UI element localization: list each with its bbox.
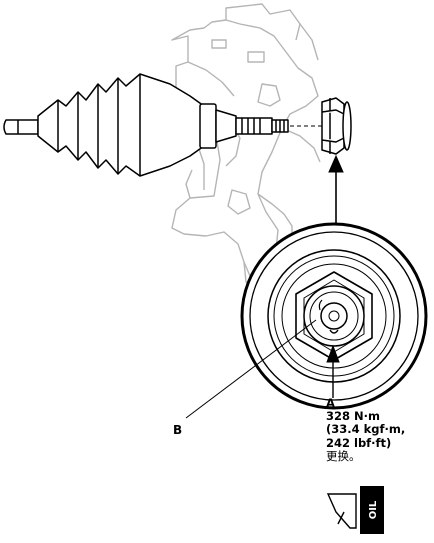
leader-line-b <box>185 319 317 419</box>
oil-symbol: OIL <box>326 486 384 534</box>
leader-arrow-a <box>326 344 340 398</box>
shaft-stub <box>3 119 39 135</box>
hub-assembly <box>240 222 428 410</box>
oil-tag-text: OIL <box>368 500 379 519</box>
shaft-center <box>320 302 348 330</box>
driveshaft <box>3 73 289 177</box>
spindle-nut <box>321 97 352 155</box>
torque-lbf: 242 lbf·ft) <box>326 435 392 450</box>
boot-band <box>199 103 217 149</box>
torque-kgf: (33.4 kgf·m, <box>326 422 406 437</box>
label-b: B <box>173 423 183 437</box>
torque-nm: 328 N·m <box>326 409 380 424</box>
label-a: A <box>326 396 335 410</box>
cv-boot <box>37 73 215 177</box>
torque-callout: A 328 N·m (33.4 kgf·m, 242 lbf·ft) 更换。 <box>326 396 406 463</box>
oil-tag <box>360 486 384 534</box>
replace-note: 更换。 <box>326 448 361 463</box>
